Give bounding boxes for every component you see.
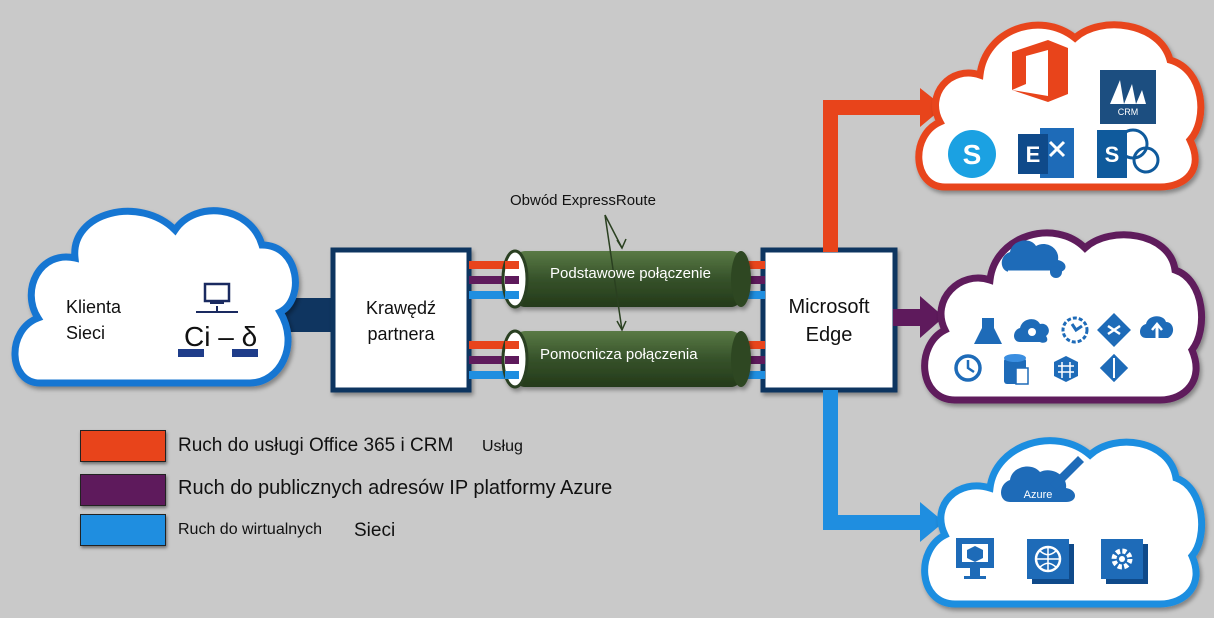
azure-badge-text: Azure [1023, 489, 1053, 501]
storage-icon [1004, 354, 1029, 385]
svg-text:S: S [1105, 142, 1120, 167]
svg-text:E: E [1026, 142, 1041, 167]
azure-logo-icon [1001, 456, 1084, 502]
legend-virtual-swatch [80, 514, 166, 546]
legend-office-text: Ruch do usługi Office 365 i CRM [178, 435, 454, 456]
partner-edge-label-line2: partnera [367, 324, 435, 344]
office-traffic-arrow [823, 88, 944, 252]
media-icon [1097, 313, 1131, 347]
lab-icon [974, 318, 1002, 344]
customer-network-label-line1: Klienta [66, 297, 122, 317]
legend-virtual-text: Ruch do wirtualnych [178, 521, 323, 538]
circuit-pointer-arrows [604, 214, 627, 332]
settings-icon [1101, 539, 1148, 584]
sharepoint-icon: S [1097, 128, 1160, 178]
microsoft-edge-label-line2: Edge [805, 324, 853, 346]
partner-edge-label-line1: Krawędź [365, 298, 437, 318]
legend-office: Ruch do usługi Office 365 i CRM Usług [80, 430, 680, 462]
customer-network-label-line2: Sieci [66, 323, 106, 343]
vm-icon [956, 538, 994, 579]
public-ip-cloud [921, 229, 1206, 404]
microsoft-edge-box [760, 247, 898, 393]
legend-public-text: Ruch do publicznych adresów IP platformy… [178, 477, 613, 499]
customer-network-cloud [11, 207, 299, 387]
clock-icon [954, 354, 982, 382]
public-traffic-arrow [893, 296, 944, 338]
primary-connection-label: Podstawowe połączenie [550, 265, 711, 282]
customer-network-symbol: Ci – δ [184, 321, 258, 352]
legend-public-swatch [80, 474, 166, 506]
legend-office-suffix: Usług [482, 438, 523, 455]
svg-text:S: S [963, 139, 982, 170]
table-icon [1054, 356, 1078, 382]
legend-virtual: Ruch do wirtualnych Sieci [80, 514, 680, 546]
microsoft-edge-label-line1: Microsoft [788, 296, 870, 318]
circuit-label: Obwód ExpressRoute [510, 192, 656, 209]
legend-public: Ruch do publicznych adresów IP platformy… [80, 474, 680, 506]
legend-virtual-suffix: Sieci [354, 520, 396, 541]
partner-edge-box [330, 247, 472, 393]
cloud-upload-icon [1140, 316, 1174, 340]
skype-icon: S [948, 130, 996, 178]
azure-cloud-icon [1001, 240, 1066, 278]
legend-office-swatch [80, 430, 166, 462]
dynamics-crm-icon [1100, 70, 1156, 124]
exchange-icon: E [1018, 128, 1074, 178]
office-icon [1012, 40, 1068, 102]
diamond-icon [1099, 353, 1129, 383]
network-computers-icon [178, 282, 258, 357]
secondary-connection-label: Pomocnicza połączenia [540, 346, 698, 363]
virtual-traffic-arrow [823, 390, 944, 542]
crm-badge-text: CRM [1117, 107, 1139, 117]
scheduler-icon [1061, 316, 1089, 344]
cloud-gear-icon [1014, 319, 1049, 343]
web-icon [1027, 539, 1074, 584]
tube-mouth-lanes [505, 261, 519, 379]
